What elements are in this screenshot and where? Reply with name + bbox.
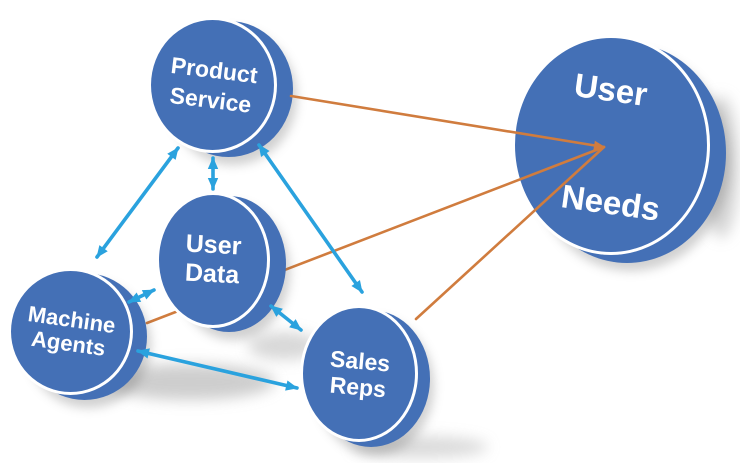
node-label: User (572, 66, 650, 113)
mutual-arrow-user-data-sales-reps (269, 304, 303, 332)
node-label: Sales Reps (327, 345, 391, 402)
node-label: Needs (559, 177, 663, 228)
node-product-service: Product Service (148, 17, 293, 157)
node-label-line: Data (184, 258, 241, 290)
node-sales-reps: Sales Reps (300, 305, 430, 447)
node-front-circle: Product Service (148, 17, 277, 153)
node-label: Machine Agents (24, 301, 118, 362)
node-label-line: Needs (559, 177, 663, 228)
node-front-circle: User Needs (512, 35, 710, 255)
node-label: Product Service (166, 50, 260, 120)
node-user-needs: User Needs (512, 35, 726, 263)
node-front-circle: Machine Agents (8, 268, 133, 395)
node-machine-agents: Machine Agents (8, 268, 147, 400)
node-front-circle: User Data (156, 192, 270, 328)
node-label-line: User (572, 66, 650, 113)
node-user-data: User Data (156, 192, 286, 332)
node-label-line: Reps (328, 371, 388, 402)
node-label: User Data (184, 229, 243, 291)
node-label-line: User (185, 229, 243, 261)
node-front-circle: Sales Reps (300, 305, 418, 442)
